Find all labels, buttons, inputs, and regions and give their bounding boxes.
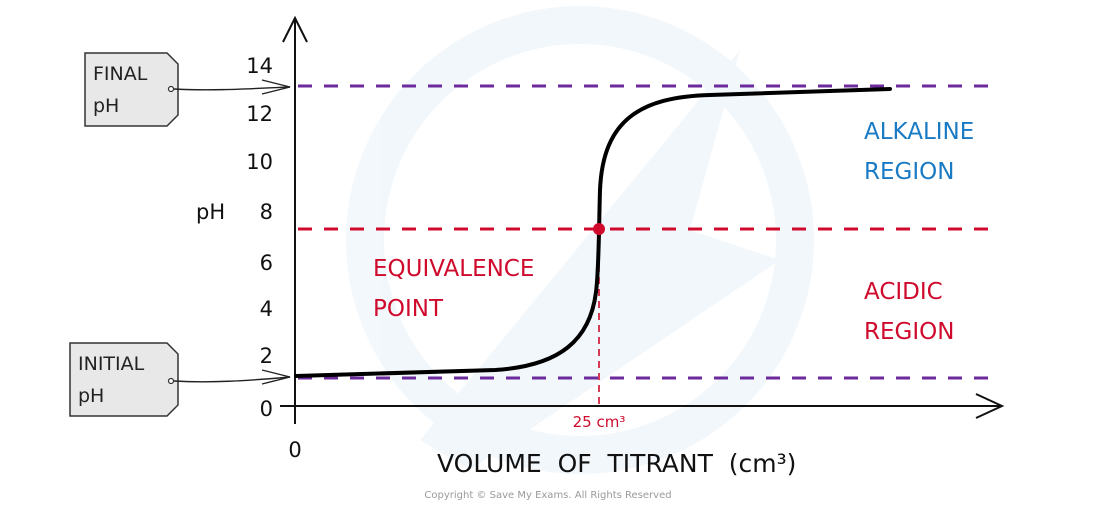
- initial-box-line2: pH: [78, 385, 104, 407]
- equivalence-label-line2: POINT: [373, 296, 444, 322]
- equivalence-volume-label: 25 cm³: [573, 413, 626, 431]
- y-tick-12: 12: [246, 102, 273, 126]
- x-origin-label: 0: [288, 438, 301, 462]
- y-tick-0: 0: [260, 397, 273, 421]
- y-tick-2: 2: [260, 344, 273, 368]
- y-tick-8: 8: [260, 200, 273, 224]
- acidic-label-line2: REGION: [864, 319, 954, 345]
- y-tick-14: 14: [246, 54, 273, 78]
- y-tick-labels: 14 12 10 8 6 4 2 0: [246, 54, 273, 421]
- copyright-notice: Copyright © Save My Exams. All Rights Re…: [424, 490, 671, 501]
- acidic-label-line1: ACIDIC: [864, 279, 943, 305]
- y-tick-4: 4: [260, 297, 273, 321]
- y-tick-10: 10: [246, 150, 273, 174]
- alkaline-label-line1: ALKALINE: [864, 119, 974, 145]
- final-box-line1: FINAL: [93, 63, 148, 85]
- equivalence-point-marker: [593, 223, 605, 235]
- final-arrow-icon: [261, 79, 291, 95]
- titration-curve: [294, 87, 892, 378]
- x-axis-arrowhead-icon: [975, 393, 1005, 419]
- y-axis-title: pH: [196, 200, 225, 224]
- y-tick-6: 6: [260, 251, 273, 275]
- y-axis-arrowhead-icon: [282, 15, 308, 43]
- final-ph-callout: FINAL pH: [84, 52, 291, 127]
- alkaline-label-line2: REGION: [864, 159, 954, 185]
- equivalence-label-line1: EQUIVALENCE: [373, 256, 534, 282]
- final-box-line2: pH: [93, 95, 119, 117]
- initial-ph-callout: INITIAL pH: [69, 342, 291, 417]
- x-axis-title: VOLUME OF TITRANT (cm³): [437, 449, 796, 478]
- initial-box-line1: INITIAL: [78, 353, 145, 375]
- initial-arrow-icon: [261, 369, 291, 385]
- watermark-logo: [346, 6, 814, 474]
